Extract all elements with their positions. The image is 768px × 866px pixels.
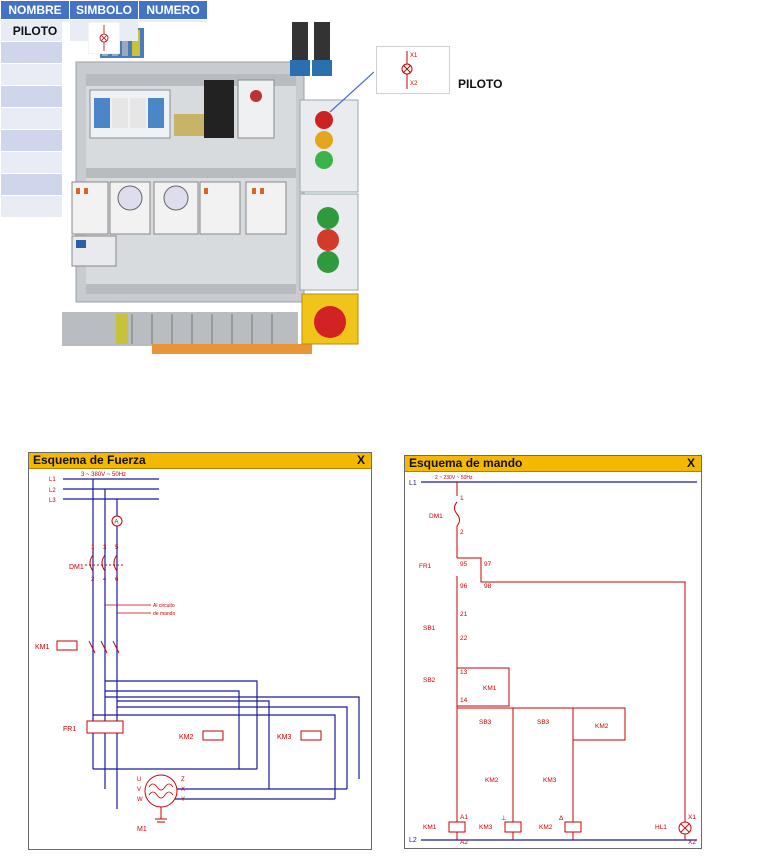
terminal-label: 95 [460,561,468,568]
terminal-label: 96 [460,583,468,590]
terminal-label: U [137,777,141,783]
terminal-label: 97 [484,561,492,568]
close-button[interactable]: X [686,456,695,470]
sb3-label: SB3 [537,719,550,726]
terminal-label: X1 [688,814,696,821]
fr1-label: FR1 [63,726,76,733]
terminal-label: 3 [103,545,107,551]
km2-aux-label: KM2 [595,723,609,730]
callout-label: PILOTO [458,77,503,91]
ammeter-icon: A [115,520,119,526]
dm1-label: DM1 [429,513,443,520]
cell-nombre [0,173,70,196]
electrical-panel-photo [62,22,374,360]
close-button[interactable]: X [356,453,365,467]
star-symbol: ⊥ [501,815,507,822]
km2-label: KM2 [179,734,194,741]
window-titlebar: Esquema de mando X [405,456,701,472]
km1-coil-label: KM1 [423,824,437,831]
terminal-label: 98 [484,583,492,590]
terminal-label: 2 [460,529,464,536]
header-numero: NUMERO [138,0,208,20]
terminal-label: 4 [103,577,107,583]
terminal-label: 5 [115,545,119,551]
cell-nombre [0,195,70,218]
to-control-label: de mando [153,611,175,617]
supply-label: 2 ~ 230V ~ 50Hz [435,475,473,481]
header-nombre: NOMBRE [0,0,70,20]
power-schematic-window: Esquema de Fuerza X 3 ~ 380V ~ 50Hz L1 L… [28,452,372,850]
km1-label: KM1 [35,644,50,651]
line-label: L1 [49,477,56,483]
km2-label: KM2 [485,777,499,784]
control-circuit-diagram: 2 ~ 230V ~ 50Hz L1 L2 [409,475,697,846]
terminal-label: 21 [460,611,468,618]
cell-simbolo [69,19,139,54]
km1-aux-label: KM1 [483,685,497,692]
terminal-label: X2 [688,839,696,846]
pilot-lamp-callout: X1 X2 [376,46,450,94]
km3-label: KM3 [543,777,557,784]
cell-nombre [0,151,70,174]
terminal-label: V [137,787,141,793]
terminal-label: X [181,787,185,793]
km2-coil-label: KM2 [539,824,553,831]
supply-label: 3 ~ 380V ~ 50Hz [81,472,126,478]
pilot-lamp-icon: X1 X2 [401,51,418,89]
sb3-label: SB3 [479,719,492,726]
rail-label: L1 [409,480,417,487]
cell-nombre [0,129,70,152]
terminal-label: W [137,797,143,803]
terminal-label: Y [181,797,185,803]
terminal-label: 2 [91,577,95,583]
terminal-label: 1 [460,495,464,502]
terminal-x1-label: X1 [410,53,418,59]
cell-nombre: PILOTO [0,19,70,42]
cell-nombre [0,63,70,86]
terminal-label: 6 [115,577,119,583]
sb2-label: SB2 [423,677,436,684]
power-circuit-diagram: 3 ~ 380V ~ 50Hz L1 L2 L3 A 1 3 5 [35,472,360,833]
terminal-label: 13 [460,669,468,676]
fr1-label: FR1 [419,563,432,570]
terminal-label: Z [181,777,185,783]
line-label: L3 [49,498,56,504]
terminal-label: A2 [460,839,468,846]
rail-label: L2 [409,837,417,844]
pilot-lamp-icon [88,22,120,54]
motor-label: M1 [137,826,147,833]
dm1-label: DM1 [69,564,84,571]
km3-label: KM3 [277,734,292,741]
cell-nombre [0,107,70,130]
window-title: Esquema de mando [409,456,523,470]
terminal-label: A1 [460,814,468,821]
terminal-label: 14 [460,697,468,704]
km3-coil-label: KM3 [479,824,493,831]
delta-symbol: Δ [559,815,564,822]
window-title: Esquema de Fuerza [33,453,146,467]
cell-nombre [0,85,70,108]
header-simbolo: SIMBOLO [69,0,139,20]
terminal-label: 1 [91,545,95,551]
control-schematic-window: Esquema de mando X 2 ~ 230V ~ 50Hz L1 L2 [404,455,702,849]
to-control-label: Al circuito [153,603,175,609]
sb1-label: SB1 [423,625,436,632]
cell-nombre [0,41,70,64]
terminal-label: 22 [460,635,468,642]
window-titlebar: Esquema de Fuerza X [29,453,371,469]
terminal-x2-label: X2 [410,81,418,87]
hl1-label: HL1 [655,824,667,831]
line-label: L2 [49,488,56,494]
